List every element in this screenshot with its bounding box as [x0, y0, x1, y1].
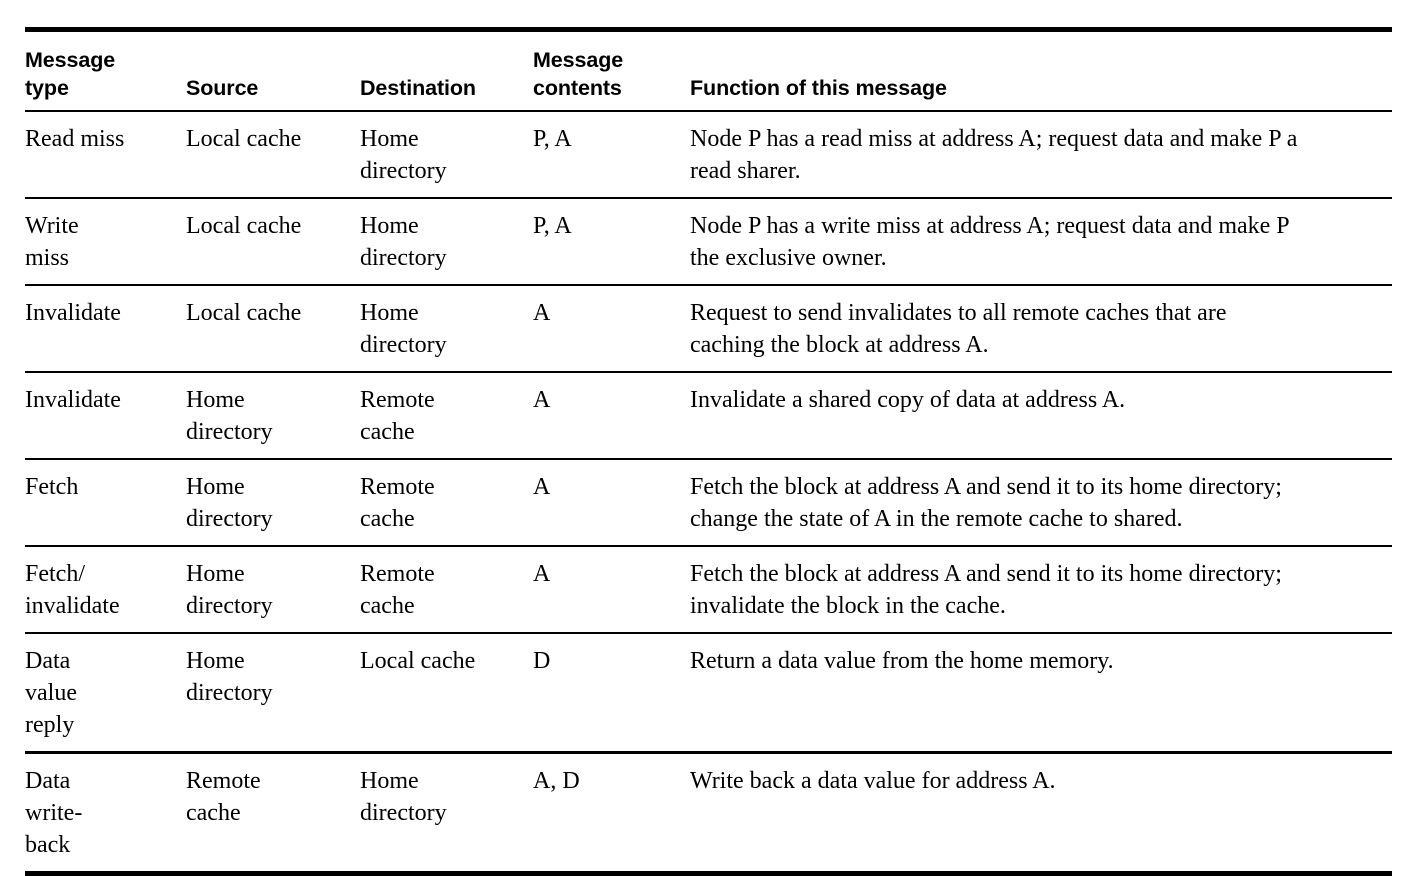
cell-message-type: Fetch — [25, 474, 79, 500]
table-row: Fetch/ invalidate Home directory Remote … — [25, 547, 1392, 632]
row-rule — [25, 197, 1392, 199]
cell-message-type: Write miss — [25, 213, 79, 271]
cell-message-contents: P, A — [533, 213, 572, 239]
header-rule — [25, 110, 1392, 112]
cell-message-contents: P, A — [533, 126, 572, 152]
row-separator — [25, 197, 1392, 199]
cell-message-type: Data value reply — [25, 648, 77, 738]
cell-source: Home directory — [186, 561, 273, 619]
cell-message-type: Data write- back — [25, 768, 83, 858]
row-rule — [25, 284, 1392, 286]
row-separator-cell — [25, 371, 1392, 373]
cell-source: Local cache — [186, 300, 302, 326]
cell-message-contents: A — [533, 300, 551, 326]
row-separator — [25, 284, 1392, 286]
cell-message-type: Read miss — [25, 126, 125, 152]
cell-destination: Home directory — [360, 213, 447, 271]
cell-message-contents: D — [533, 648, 551, 674]
table-row: Invalidate Local cache Home directory A … — [25, 286, 1392, 371]
table-top-rule — [25, 27, 1392, 32]
row-separator-cell — [25, 632, 1392, 634]
header-row: Message type Source Destination Message … — [25, 32, 1392, 110]
row-separator-cell — [25, 545, 1392, 547]
row-separator — [25, 632, 1392, 634]
row-rule — [25, 751, 1392, 754]
cell-function: Fetch the block at address A and send it… — [690, 474, 1282, 532]
row-separator — [25, 545, 1392, 547]
cell-function: Node P has a read miss at address A; req… — [690, 126, 1298, 184]
table-row: Write miss Local cache Home directory P,… — [25, 199, 1392, 284]
row-rule — [25, 458, 1392, 460]
column-header-source: Source — [186, 76, 259, 100]
cell-source: Remote cache — [186, 768, 261, 826]
cell-message-type: Invalidate — [25, 300, 121, 326]
cell-message-contents: A, D — [533, 768, 580, 794]
table-row: Data write- back Remote cache Home direc… — [25, 754, 1392, 871]
column-header-destination: Destination — [360, 76, 476, 100]
cell-destination: Home directory — [360, 768, 447, 826]
cell-message-contents: A — [533, 474, 551, 500]
message-types-table: Message type Source Destination Message … — [25, 27, 1392, 876]
cell-function: Invalidate a shared copy of data at addr… — [690, 387, 1126, 413]
table-row: Read miss Local cache Home directory P, … — [25, 112, 1392, 197]
cell-source: Home directory — [186, 387, 273, 445]
cell-function: Fetch the block at address A and send it… — [690, 561, 1282, 619]
cell-function: Write back a data value for address A. — [690, 768, 1056, 794]
cell-message-contents: A — [533, 387, 551, 413]
table-row: Invalidate Home directory Remote cache A… — [25, 373, 1392, 458]
cell-source: Local cache — [186, 126, 302, 152]
cell-function: Return a data value from the home memory… — [690, 648, 1114, 674]
table-row: Fetch Home directory Remote cache A Fetc… — [25, 460, 1392, 545]
column-header-message-type: Message type — [25, 48, 116, 100]
cell-function: Request to send invalidates to all remot… — [690, 300, 1227, 358]
cell-source: Home directory — [186, 474, 273, 532]
row-rule — [25, 545, 1392, 547]
row-separator — [25, 371, 1392, 373]
row-separator-cell — [25, 284, 1392, 286]
row-separator-cell — [25, 197, 1392, 199]
cell-function: Node P has a write miss at address A; re… — [690, 213, 1290, 271]
cell-message-contents: A — [533, 561, 551, 587]
table-bottom-rule — [25, 871, 1392, 876]
cell-message-type: Invalidate — [25, 387, 121, 413]
table: Message type Source Destination Message … — [25, 32, 1392, 871]
cell-destination: Remote cache — [360, 474, 435, 532]
cell-message-type: Fetch/ invalidate — [25, 561, 120, 619]
row-separator — [25, 458, 1392, 460]
column-header-function: Function of this message — [690, 76, 947, 100]
row-rule — [25, 371, 1392, 373]
cell-destination: Remote cache — [360, 561, 435, 619]
header-separator-row — [25, 110, 1392, 112]
row-separator-cell — [25, 458, 1392, 460]
table-body: Read miss Local cache Home directory P, … — [25, 112, 1392, 871]
cell-destination: Local cache — [360, 648, 476, 674]
header-separator-cell — [25, 110, 1392, 112]
cell-source: Local cache — [186, 213, 302, 239]
row-separator — [25, 751, 1392, 754]
row-separator-cell — [25, 751, 1392, 754]
cell-destination: Remote cache — [360, 387, 435, 445]
column-header-message-contents: Message contents — [533, 48, 624, 100]
table-row: Data value reply Home directory Local ca… — [25, 634, 1392, 751]
cell-destination: Home directory — [360, 300, 447, 358]
cell-source: Home directory — [186, 648, 273, 706]
cell-destination: Home directory — [360, 126, 447, 184]
row-rule — [25, 632, 1392, 634]
table-header: Message type Source Destination Message … — [25, 32, 1392, 112]
